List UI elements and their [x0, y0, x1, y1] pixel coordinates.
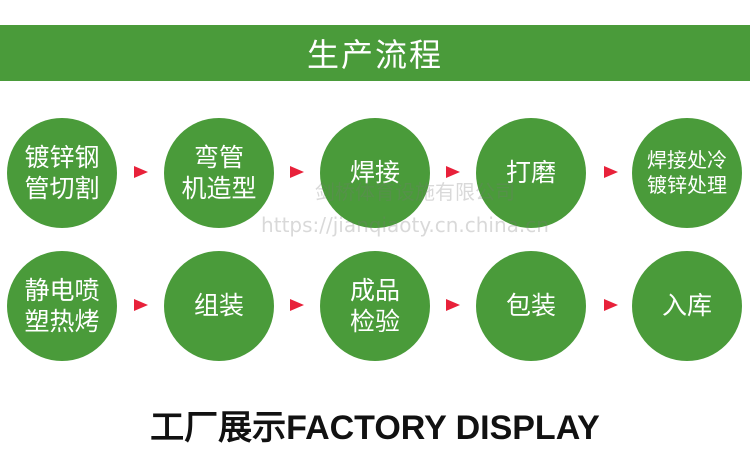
process-step-label: 焊接 — [349, 158, 400, 188]
header-banner: 生产流程 — [0, 25, 750, 81]
section-title: 工厂展示FACTORY DISPLAY — [150, 409, 600, 447]
process-step-5: 焊接处冷 镀锌处理 — [632, 118, 742, 228]
process-step-6: 静电喷 塑热烤 — [7, 251, 117, 361]
arrow-right-icon — [446, 299, 460, 311]
process-step-label: 包装 — [505, 291, 556, 321]
process-step-label: 弯管 机造型 — [181, 142, 257, 203]
process-step-label: 成品 检验 — [349, 275, 400, 336]
process-step-1: 镀锌钢 管切割 — [7, 118, 117, 228]
arrow-right-icon — [290, 299, 304, 311]
process-step-label: 焊接处冷 镀锌处理 — [647, 148, 727, 197]
process-step-label: 入库 — [661, 291, 712, 321]
process-step-label: 镀锌钢 管切割 — [24, 142, 100, 203]
process-step-7: 组装 — [164, 251, 274, 361]
page-title: 生产流程 — [306, 36, 443, 74]
arrow-right-icon — [604, 299, 618, 311]
process-step-8: 成品 检验 — [320, 251, 430, 361]
process-step-label: 打磨 — [505, 158, 556, 188]
process-step-2: 弯管 机造型 — [164, 118, 274, 228]
arrow-right-icon — [134, 299, 148, 311]
arrow-right-icon — [604, 166, 618, 178]
arrow-right-icon — [446, 166, 460, 178]
process-step-4: 打磨 — [476, 118, 586, 228]
process-step-10: 入库 — [632, 251, 742, 361]
process-step-label: 组装 — [193, 291, 244, 321]
process-step-label: 静电喷 塑热烤 — [24, 275, 100, 336]
process-step-9: 包装 — [476, 251, 586, 361]
arrow-right-icon — [134, 166, 148, 178]
arrow-right-icon — [290, 166, 304, 178]
process-step-3: 焊接 — [320, 118, 430, 228]
